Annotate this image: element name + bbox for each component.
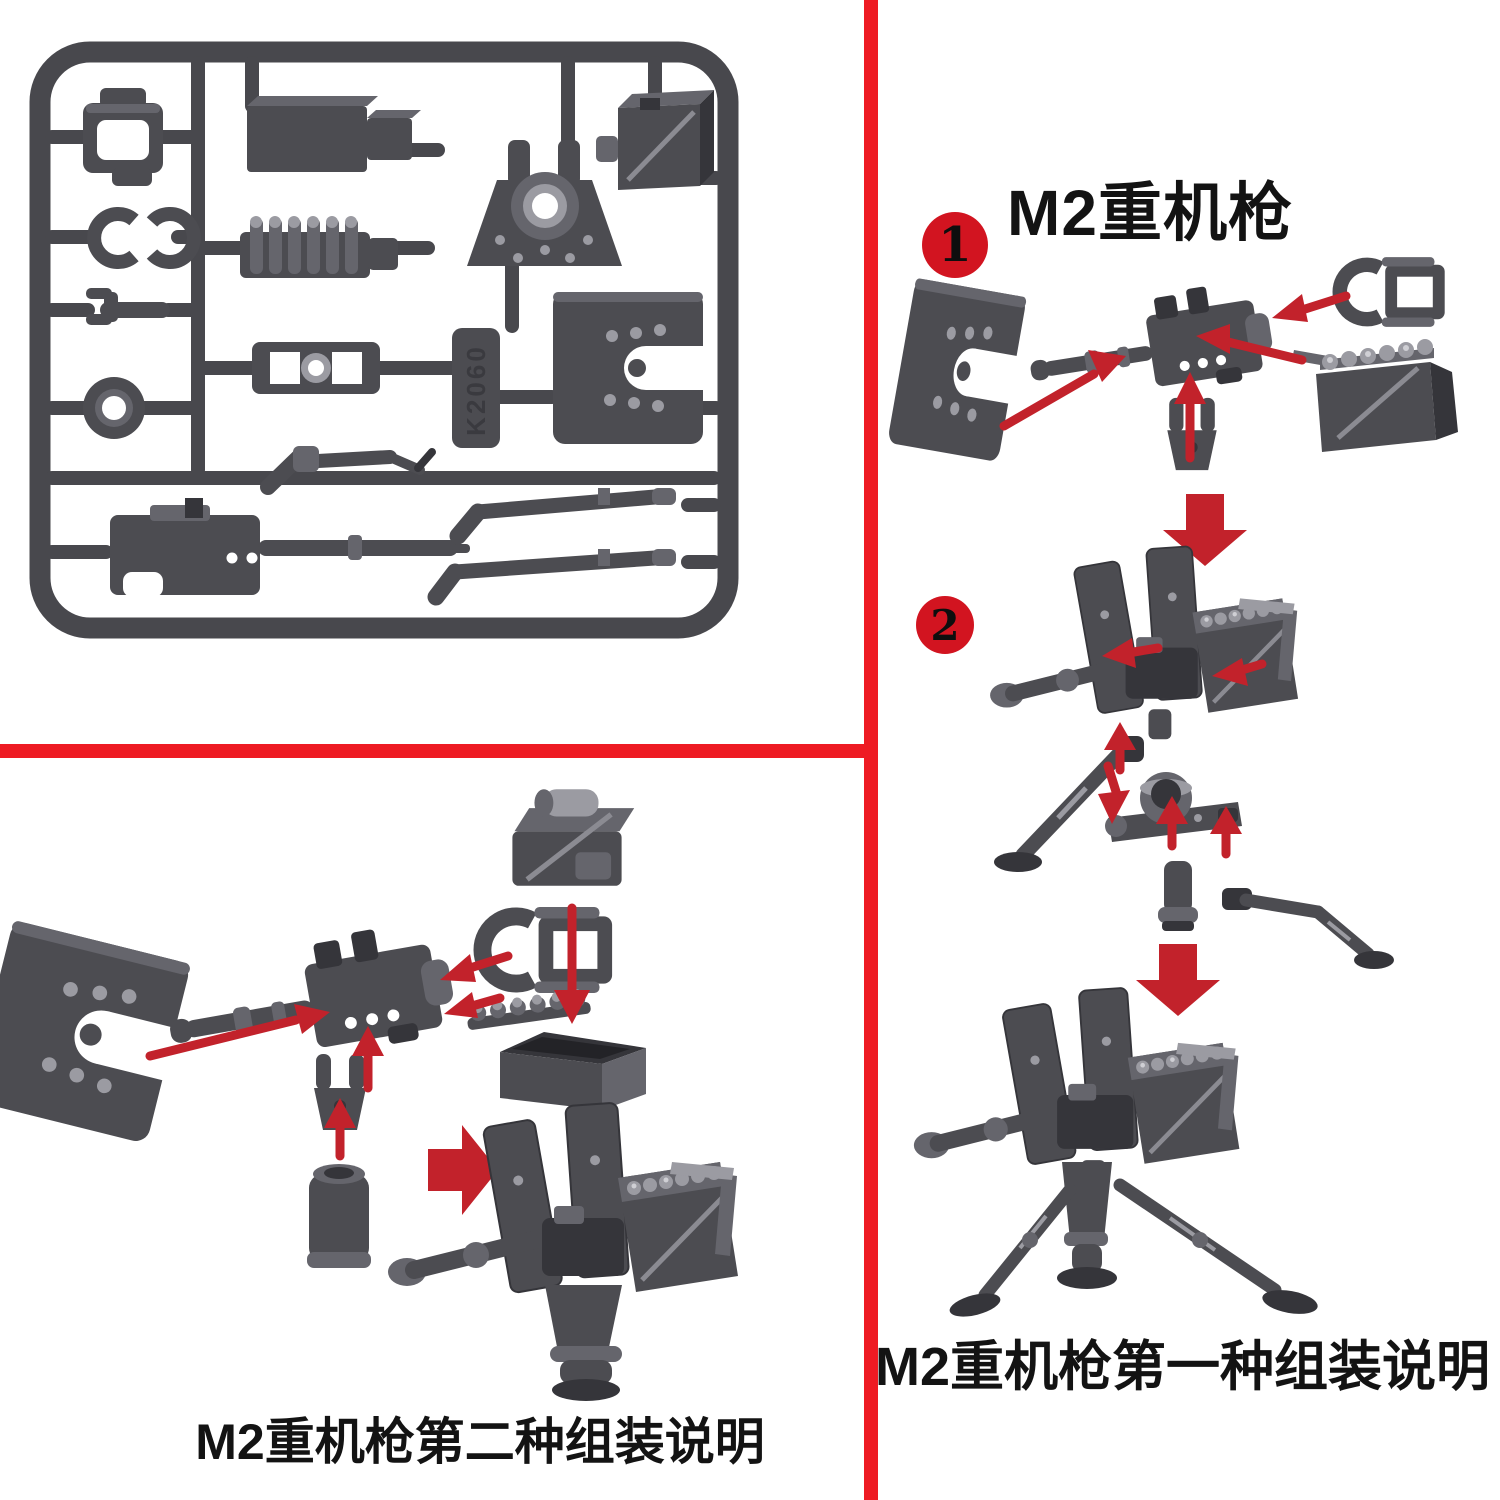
- assembly2-open-ammo-box: [500, 1032, 646, 1110]
- divider-horizontal-left: [0, 744, 864, 758]
- caption-second-assembly: M2重机枪第二种组装说明: [195, 1414, 765, 1470]
- sprue-part-u-plate: [553, 292, 704, 444]
- sprue-part-plate-with-hole: [252, 342, 380, 394]
- sprue-part-tripod-legs: [427, 488, 676, 606]
- assembly2-clamp: [482, 907, 612, 993]
- assembly2-cylinder: [307, 1164, 371, 1268]
- assembly2-finished-gun: [388, 1103, 738, 1401]
- page-title: M2重机枪: [1007, 177, 1293, 249]
- assembly2-u-plate: [0, 919, 193, 1145]
- sprue-part-fork: [86, 288, 170, 325]
- sprue-part-label-bar: K2060: [452, 328, 500, 448]
- sprue-frame: [29, 41, 739, 639]
- step1-badge: 1: [922, 212, 988, 278]
- sprue-runners: [45, 56, 723, 569]
- sprue-part-ring: [83, 377, 145, 439]
- step1-diagram: [887, 257, 1458, 566]
- sprue-part-m2-gun: [110, 498, 470, 597]
- assembly2-gun-body: [158, 917, 460, 1082]
- step1-u-plate: [887, 277, 1028, 463]
- sprue-part-ammo-can: [596, 90, 714, 190]
- sprue-parts-tree: K2060: [29, 41, 739, 639]
- step1-arrows: [999, 291, 1351, 463]
- final-gun-on-cradle: [914, 988, 1240, 1192]
- final-assembly: [914, 988, 1318, 1317]
- sprue-part-buckle: [83, 88, 163, 186]
- step2-big-down-arrow: [1136, 944, 1220, 1016]
- final-tripod: [949, 1162, 1318, 1317]
- step2-angled-leg: [1222, 888, 1394, 969]
- sprue-embossed-label: K2060: [461, 344, 491, 436]
- caption-first-assembly: M2重机枪第一种组装说明: [874, 1337, 1490, 1397]
- step2-post: [1158, 861, 1198, 931]
- sprue-part-ammo-belt: [240, 216, 398, 278]
- sprue-part-tripod-head: [467, 140, 622, 266]
- assembly2-arrows: [145, 903, 590, 1161]
- assembly2-ammo-lid: [512, 789, 634, 886]
- step1-clamp: [1340, 257, 1445, 327]
- step1-ammo-box: [1292, 339, 1458, 452]
- step2-gun-on-cradle: [990, 546, 1298, 739]
- sprue-part-brick: [247, 96, 421, 172]
- sprue-part-bipod: [260, 446, 436, 495]
- sprue-part-c-clip: [87, 207, 201, 269]
- step2-arrows: [1098, 638, 1267, 859]
- step2-diagram: [990, 546, 1394, 1016]
- assembly-variant2-diagram: [0, 789, 738, 1401]
- step2-badge: 2: [916, 596, 974, 654]
- divider-vertical: [864, 0, 878, 1500]
